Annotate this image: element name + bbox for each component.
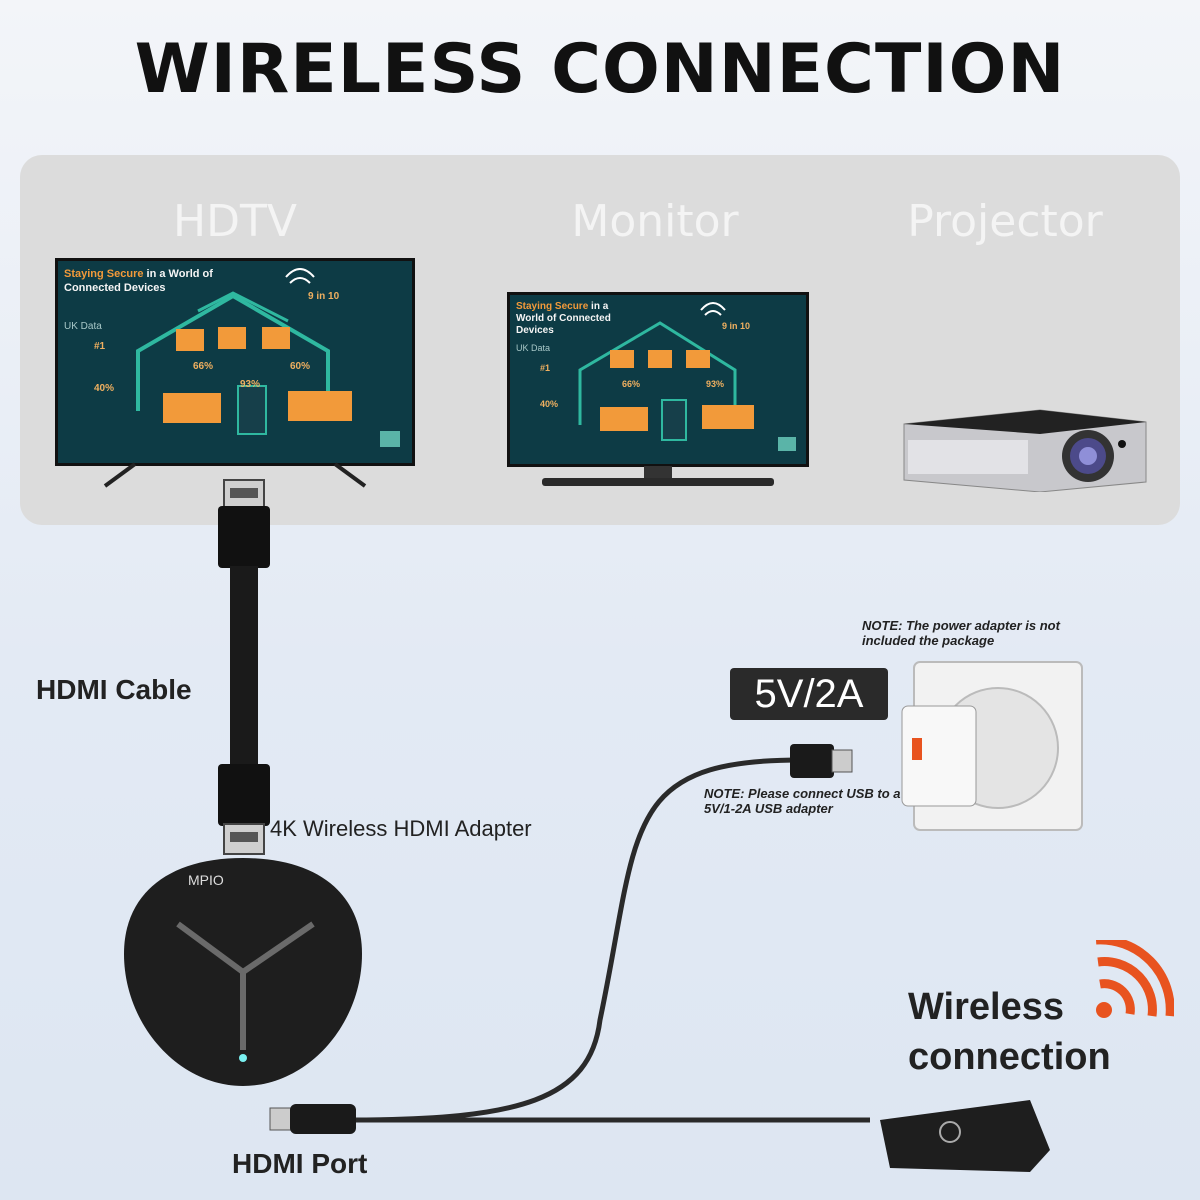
hdtv-stand <box>103 462 367 488</box>
transmitter-dongle <box>880 1100 1050 1172</box>
screen-stat: #1 <box>94 341 106 352</box>
hdtv-screen: Staying Secure in a World of Connected D… <box>55 258 415 466</box>
hdmi-port-label: HDMI Port <box>232 1148 368 1179</box>
projector-image <box>903 409 1147 492</box>
hdtv-house-illustration <box>136 268 400 447</box>
wireless-connection-label: Wireless connection <box>908 982 1111 1082</box>
screen-stat: 40% <box>540 399 559 409</box>
screen-stat: 9 in 10 <box>308 291 340 302</box>
screen-stat: 66% <box>622 379 641 389</box>
screen-stat: 9 in 10 <box>722 321 751 331</box>
monitor-house-illustration <box>578 302 796 451</box>
adapter-brand-logo: MPIO <box>188 872 224 888</box>
screen-stat: 60% <box>290 361 311 372</box>
device-label-projector: Projector <box>907 196 1103 247</box>
wireless-line1: Wireless <box>908 986 1064 1028</box>
screen-stat: 40% <box>94 383 115 394</box>
wireless-line2: connection <box>908 1036 1111 1078</box>
screen-stat: #1 <box>540 363 551 373</box>
screen-stat: 93% <box>240 379 261 390</box>
monitor-stand <box>542 466 774 486</box>
wifi-signal-icon <box>1096 940 1174 1018</box>
hdmi-cable-graphic <box>218 479 270 855</box>
screen-stat: 93% <box>706 379 725 389</box>
screen-stat: 66% <box>193 361 214 372</box>
usb-note: NOTE: Please connect USB to a 5V/1-2A US… <box>704 786 901 816</box>
wireless-hdmi-adapter <box>124 858 362 1086</box>
page-title: WIRELESS CONNECTION <box>134 30 1066 109</box>
adapter-label: 4K Wireless HDMI Adapter <box>270 816 532 841</box>
device-label-monitor: Monitor <box>571 196 739 247</box>
cable-routing <box>269 744 870 1134</box>
screen-title: Staying Secure in a World of Connected D… <box>64 268 213 294</box>
power-adapter-note: NOTE: The power adapter is not included … <box>862 618 1060 648</box>
screen-subtitle: UK Data <box>64 321 102 332</box>
monitor-screen: Staying Secure in a World of Connected D… <box>507 292 809 467</box>
device-label-hdtv: HDTV <box>173 196 297 247</box>
screen-title: Staying Secure in a World of Connected D… <box>516 301 611 336</box>
wall-socket-with-charger <box>901 661 1083 831</box>
hdmi-cable-label: HDMI Cable <box>36 674 192 705</box>
screen-subtitle: UK Data <box>516 343 551 353</box>
voltage-badge: 5V/2A <box>730 668 888 720</box>
